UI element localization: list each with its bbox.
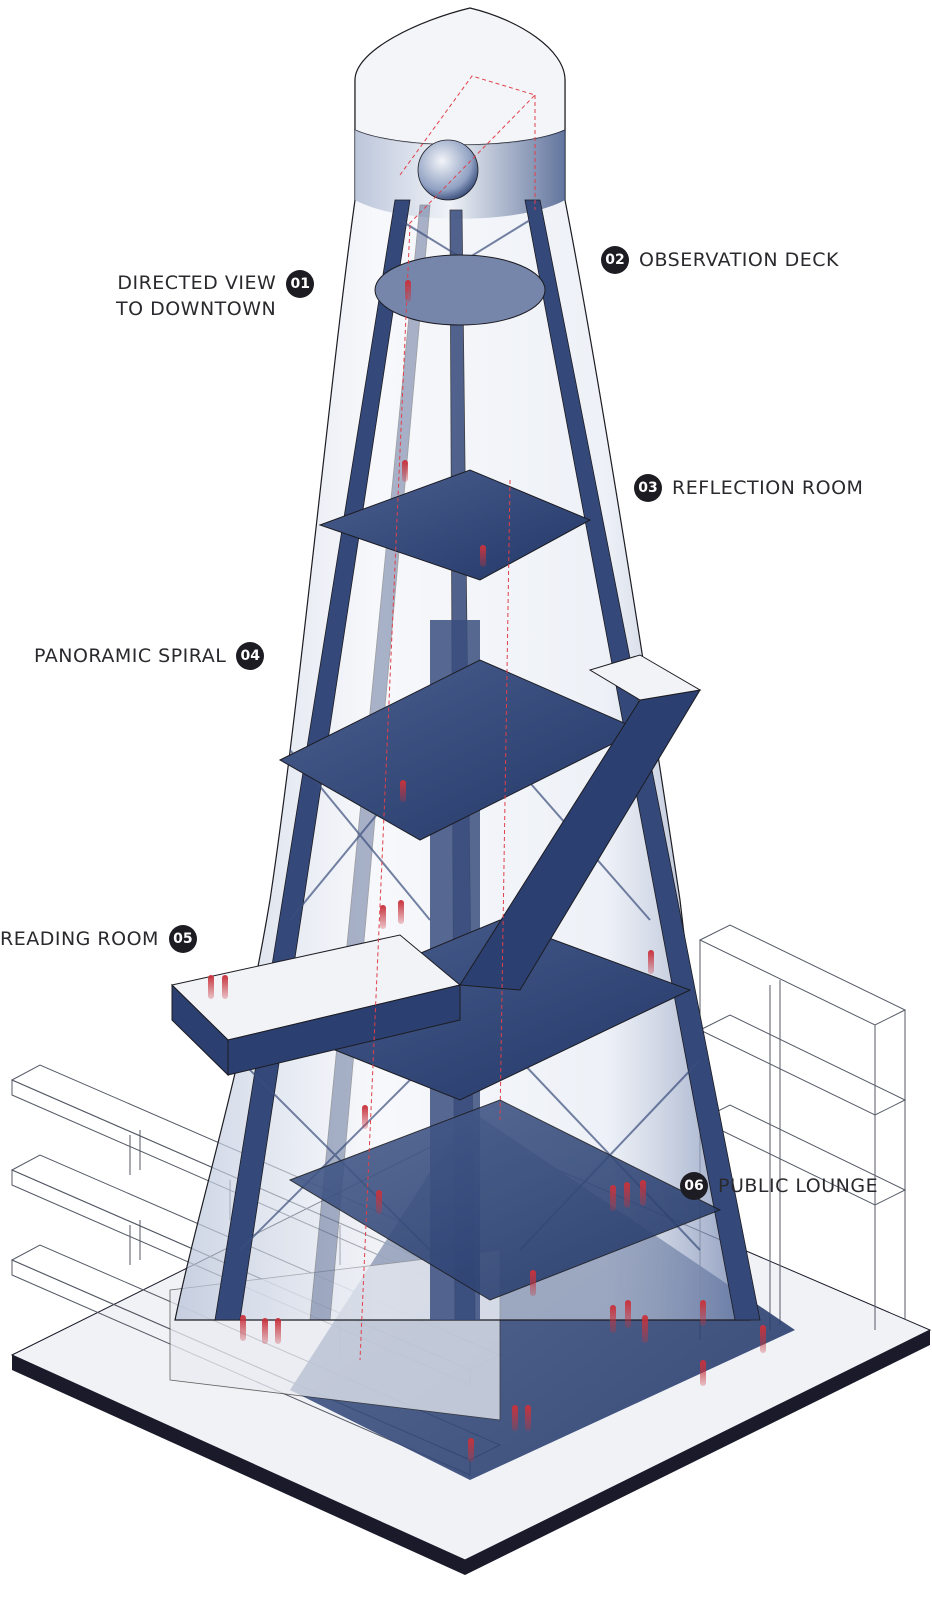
people (208, 280, 766, 1462)
callout-number-badge: 06 (680, 1172, 708, 1200)
sightlines (359, 75, 536, 1361)
callout-reading-room: READING ROOM 05 (0, 925, 197, 953)
callout-number-badge: 01 (286, 270, 315, 298)
callout-text: PUBLIC LOUNGE (718, 1175, 879, 1197)
callout-text: REFLECTION ROOM (672, 477, 864, 499)
callout-reflection-room: 03 REFLECTION ROOM (634, 474, 863, 502)
callout-directed-view: DIRECTED VIEW TO DOWNTOWN 01 (116, 270, 315, 322)
reading-room-cantilever (170, 934, 462, 1077)
callout-number-badge: 04 (236, 642, 265, 670)
callout-text: DIRECTED VIEW TO DOWNTOWN (116, 272, 277, 320)
callout-number-badge: 03 (634, 474, 662, 502)
callout-text: OBSERVATION DECK (639, 249, 839, 271)
callout-observation-deck: 02 OBSERVATION DECK (601, 246, 839, 274)
callout-public-lounge: 06 PUBLIC LOUNGE (680, 1172, 878, 1200)
exterior-stair (459, 654, 702, 991)
adjacent-building-right (698, 924, 907, 1340)
floor-slabs (258, 254, 722, 1301)
callout-panoramic-spiral: PANORAMIC SPIRAL 04 (34, 642, 265, 670)
tower-cap (354, 7, 566, 219)
callout-text: PANORAMIC SPIRAL (34, 645, 227, 667)
callout-number-badge: 02 (601, 246, 629, 274)
callout-number-badge: 05 (168, 925, 197, 953)
callout-text: READING ROOM (0, 928, 159, 950)
